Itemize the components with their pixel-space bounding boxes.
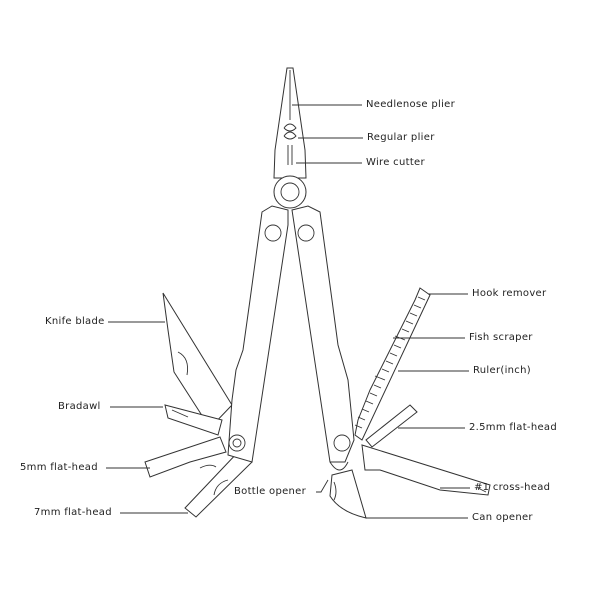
label-knife-blade: Knife blade — [45, 316, 105, 327]
leader-lines — [106, 104, 470, 519]
can-opener — [329, 469, 367, 519]
label-bradawl: Bradawl — [58, 401, 101, 412]
flat-head-5mm — [144, 436, 227, 478]
label-flat-head-5mm: 5mm flat-head — [20, 462, 98, 473]
knife-blade — [162, 292, 233, 429]
label-bottle-opener: Bottle opener — [234, 486, 307, 497]
label-flat-head-2-5mm: 2.5mm flat-head — [469, 422, 557, 433]
cross-head-screwdriver — [361, 444, 491, 496]
saw-scraper-ruler — [354, 287, 431, 441]
label-can-opener: Can opener — [472, 512, 533, 523]
label-flat-head-7mm: 7mm flat-head — [34, 507, 112, 518]
left-handle — [227, 205, 289, 463]
label-hook-remover: Hook remover — [472, 288, 547, 299]
label-fish-scraper: Fish scraper — [469, 332, 533, 343]
bradawl — [164, 404, 223, 436]
pliers-head — [273, 67, 307, 209]
flat-head-2-5mm — [365, 404, 418, 448]
right-handle — [291, 205, 355, 471]
label-wire-cutter: Wire cutter — [366, 157, 425, 168]
label-ruler: Ruler(inch) — [473, 365, 531, 376]
label-regular-plier: Regular plier — [367, 132, 435, 143]
label-needlenose-plier: Needlenose plier — [366, 99, 456, 110]
label-cross-head: #1 cross-head — [474, 482, 551, 493]
